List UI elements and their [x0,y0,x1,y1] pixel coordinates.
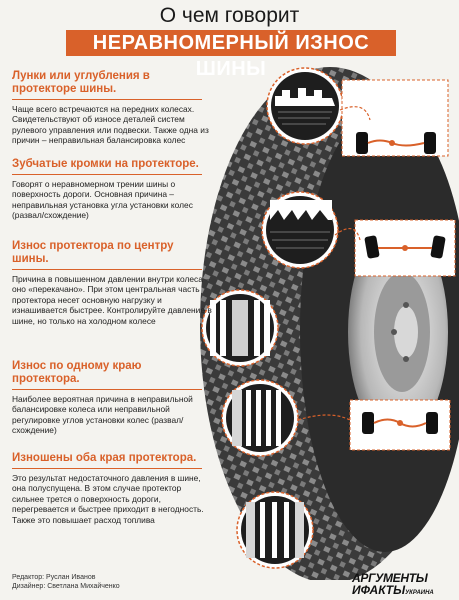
logo-line2-sub: УКРАИНА [405,590,434,596]
car-diagram-2-icon [354,219,456,277]
section-cupping: Лунки или углубления в протекторе шины. … [12,70,212,146]
section-text: Это результат недостаточного давления в … [12,473,204,525]
detail-center-wear-icon [201,289,279,367]
section-heading: Изношены оба края протектора. [12,452,197,464]
detail-one-edge-icon [221,379,299,457]
section-divider [12,269,202,270]
section-text: Говорят о неравномерном трении шины о по… [12,179,193,221]
section-text: Причина в повышенном давлении внутри кол… [12,274,212,326]
section-feathering: Зубчатые кромки на протекторе. Говорят о… [12,158,212,221]
tire-illustration [200,67,459,580]
arrow-2 [334,228,361,241]
section-heading: Лунки или углубления в протекторе шины. [12,70,150,95]
section-text: Чаще всего встречаются на передних колес… [12,104,209,146]
section-divider [12,468,202,469]
credit-designer: Дизайнер: Светлана Михайченко [12,583,120,590]
logo-line2: ИФАКТЫ [352,583,406,597]
title-main: НЕРАВНОМЕРНЫЙ ИЗНОС ШИНЫ [66,30,396,80]
title-top: О чем говорит [159,4,300,27]
detail-feathering-icon [261,191,339,269]
car-diagram-3-icon [349,399,451,451]
publisher-logo: АРГУМЕНТЫ ИФАКТЫУКРАИНА [352,572,452,596]
arrow-3 [297,414,351,421]
wheel-hub [394,306,418,358]
section-divider [12,389,202,390]
detail-both-edges-icon [236,491,314,569]
section-both-edges: Изношены оба края протектора. Это резуль… [12,452,212,525]
credits: Редактор: Руслан Иванов Дизайнер: Светла… [12,573,120,591]
section-heading: Зубчатые кромки на протекторе. [12,158,199,170]
section-divider [12,174,202,175]
section-heading: Износ по одному краю протектора. [12,360,142,385]
logo-line1: АРГУМЕНТЫ [352,571,428,585]
car-diagram-1-icon [341,79,449,157]
section-center-wear: Износ протектора по центру шины. Причина… [12,240,212,326]
detail-cupping-icon [266,67,344,145]
section-divider [12,99,202,100]
credit-editor: Редактор: Руслан Иванов [12,574,96,581]
section-text: Наиболее вероятная причина в неправильно… [12,394,193,436]
section-one-edge: Износ по одному краю протектора. Наиболе… [12,360,212,436]
arrow-1 [339,106,371,121]
section-heading: Износ протектора по центру шины. [12,240,174,265]
